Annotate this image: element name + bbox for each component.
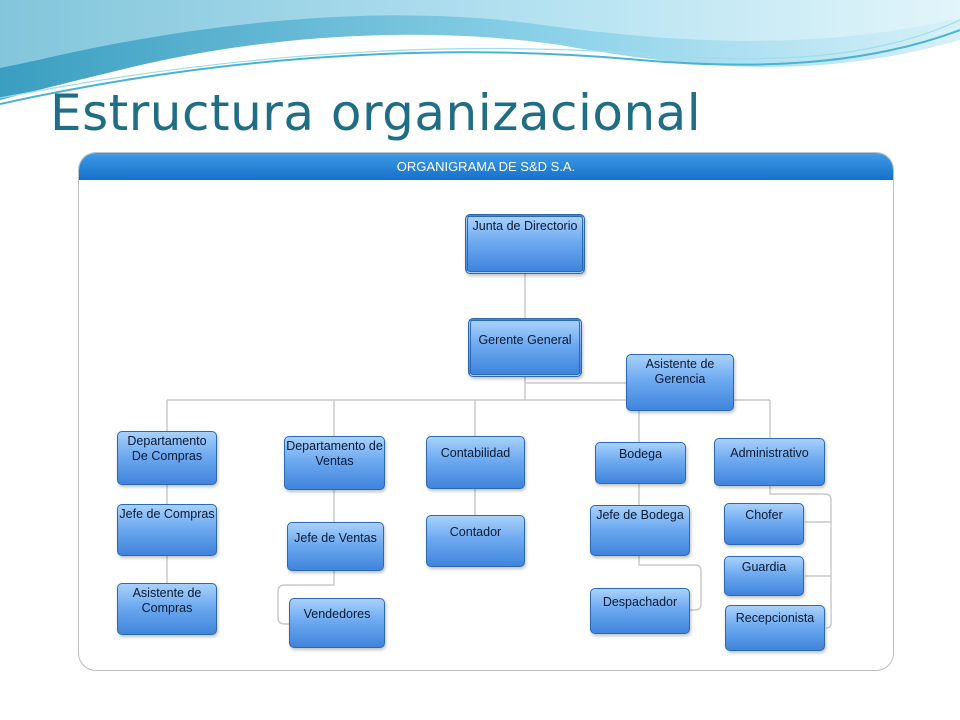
slide-title: Estructura organizacional: [50, 84, 702, 142]
node-administrativo: Administrativo: [714, 438, 825, 486]
node-departamento-ventas: Departamento de Ventas: [284, 436, 385, 490]
org-chart-header: ORGANIGRAMA DE S&D S.A.: [79, 153, 893, 180]
node-guardia: Guardia: [724, 556, 804, 596]
node-gerente-general: Gerente General: [468, 318, 582, 377]
node-asistente-gerencia: Asistente de Gerencia: [626, 354, 734, 411]
node-contabilidad: Contabilidad: [426, 436, 525, 489]
node-jefe-compras: Jefe de Compras: [117, 504, 217, 556]
node-recepcionista: Recepcionista: [725, 605, 825, 651]
node-chofer: Chofer: [724, 503, 804, 545]
node-asistente-compras: Asistente de Compras: [117, 583, 217, 635]
node-departamento-compras: Departamento De Compras: [117, 431, 217, 485]
node-contador: Contador: [426, 515, 525, 567]
node-junta-directorio: Junta de Directorio: [465, 214, 585, 274]
node-vendedores: Vendedores: [289, 598, 385, 648]
decorative-wave: [0, 0, 960, 111]
node-despachador: Despachador: [590, 588, 690, 634]
node-jefe-ventas: Jefe de Ventas: [287, 522, 384, 571]
node-jefe-bodega: Jefe de Bodega: [590, 505, 690, 556]
node-bodega: Bodega: [595, 442, 686, 484]
